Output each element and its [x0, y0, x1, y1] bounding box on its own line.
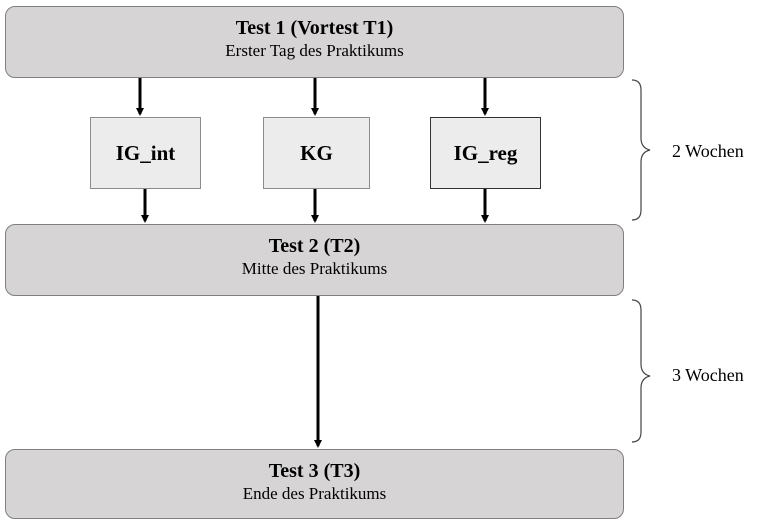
test-1-title: Test 1 (Vortest T1) [235, 17, 394, 39]
brace-3-wochen [631, 299, 651, 443]
test-2-subtitle: Mitte des Praktikums [241, 259, 388, 278]
group-kg: KG [263, 117, 370, 189]
duration-2-wochen: 2 Wochen [672, 141, 744, 161]
duration-3-wochen: 3 Wochen [672, 365, 744, 385]
test-2-title: Test 2 (T2) [268, 235, 361, 257]
group-ig-int: IG_int [90, 117, 201, 189]
group-kg-label: KG [300, 140, 333, 165]
test-3-box: Test 3 (T3) Ende des Praktikums [5, 449, 624, 519]
group-ig-reg: IG_reg [430, 117, 541, 189]
group-ig-reg-label: IG_reg [453, 140, 518, 165]
brace-2-wochen [631, 79, 651, 221]
test-2-box: Test 2 (T2) Mitte des Praktikums [5, 224, 624, 296]
test-3-subtitle: Ende des Praktikums [242, 484, 387, 503]
group-ig-int-label: IG_int [115, 140, 176, 165]
test-1-box: Test 1 (Vortest T1) Erster Tag des Prakt… [5, 6, 624, 78]
test-3-title: Test 3 (T3) [268, 460, 361, 482]
test-1-subtitle: Erster Tag des Praktikums [225, 41, 404, 60]
